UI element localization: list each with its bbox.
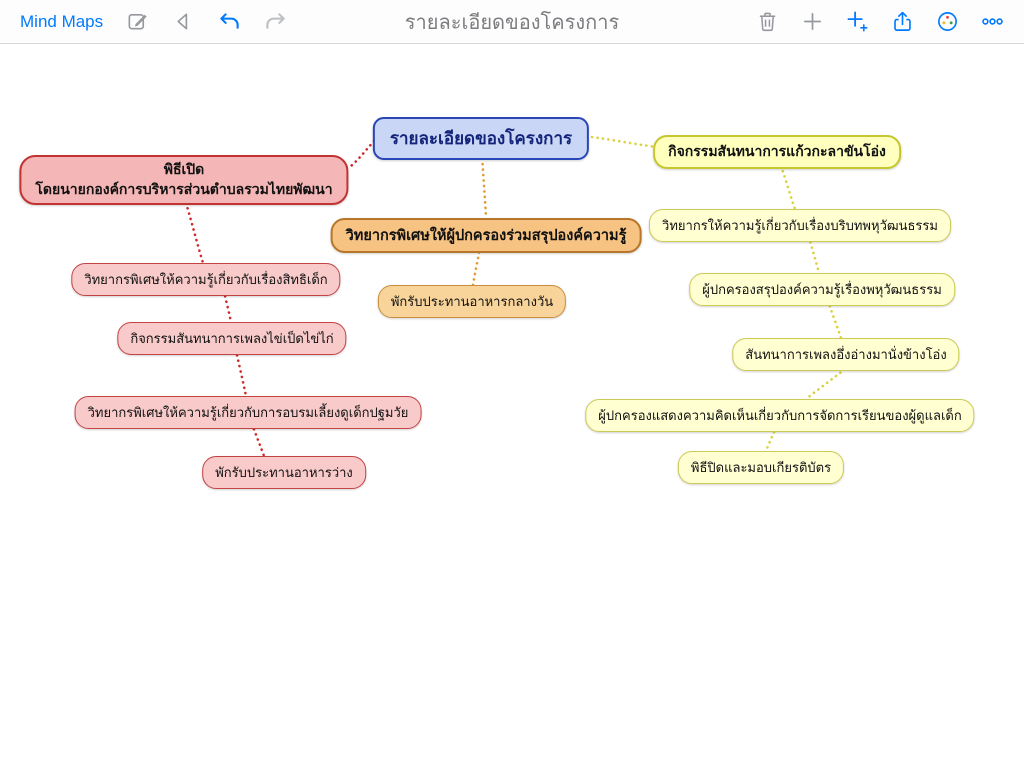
mindmap-node-opening-ceremony[interactable]: พิธีเปิด โดยนายกองค์การบริหารส่วนตำบลรวม…: [19, 155, 349, 205]
add-node-icon[interactable]: [801, 10, 824, 33]
toolbar-left-group: Mind Maps: [0, 10, 287, 33]
link-left3-left4: [234, 348, 248, 398]
ellipsis-icon-glyph: [982, 18, 1003, 25]
mindmap-node-parents-summary[interactable]: วิทยากรพิเศษให้ผู้ปกครองร่วมสรุปองค์ความ…: [330, 218, 642, 253]
compose-icon[interactable]: [126, 10, 149, 33]
more-icon[interactable]: [981, 10, 1004, 33]
document-title: รายละเอียดของโครงการ: [404, 11, 620, 34]
mindmap-node-childcare-training[interactable]: วิทยากรพิเศษให้ความรู้เกี่ยวกับการอบรมเล…: [74, 396, 422, 429]
plus-icon-glyph: [803, 12, 822, 31]
link-root-right1: [590, 135, 658, 149]
share-icon-glyph: [894, 11, 911, 31]
mindmap-node-multicultural-lecture[interactable]: วิทยากรให้ความรู้เกี่ยวกับเรื่องบริบทพหุ…: [649, 209, 951, 242]
link-right3-right4: [826, 299, 843, 340]
redo-icon-glyph: [266, 13, 285, 29]
link-root-center1: [480, 151, 488, 220]
compose-icon-glyph: [128, 13, 147, 30]
mindmap-node-parents-multicultural-summary[interactable]: ผู้ปกครองสรุปองค์ความรู้เรื่องพหุวัฒนธรร…: [689, 273, 955, 306]
link-root-left1: [349, 139, 376, 168]
back-icon[interactable]: [172, 10, 195, 33]
toolbar-right-group: [756, 10, 1024, 33]
link-left2-left3: [222, 289, 233, 324]
share-icon[interactable]: [891, 10, 914, 33]
mindmap-root-node[interactable]: รายละเอียดของโครงการ: [372, 117, 590, 160]
redo-icon[interactable]: [264, 10, 287, 33]
node-text-line2: โดยนายกองค์การบริหารส่วนตำบลรวมไทยพัฒนา: [35, 180, 333, 197]
mindmap-node-snack-break[interactable]: พักรับประทานอาหารว่าง: [202, 456, 366, 489]
undo-icon-glyph: [220, 13, 239, 29]
mind-maps-back-button[interactable]: Mind Maps: [20, 11, 104, 31]
back-icon-glyph: [177, 13, 188, 30]
mindmap-node-closing-ceremony[interactable]: พิธีปิดและมอบเกียรติบัตร: [677, 451, 845, 484]
plus-child-icon-glyph: [847, 11, 868, 32]
add-child-node-icon[interactable]: [846, 10, 869, 33]
mindmap-node-parents-opinions[interactable]: ผู้ปกครองแสดงความคิดเห็นเกี่ยวกับการจัดก…: [585, 399, 975, 432]
mindmap-node-recreation-activity[interactable]: กิจกรรมสันทนาการแก้วกะลาขันโอ่ง: [653, 135, 901, 169]
mindmap-node-child-rights[interactable]: วิทยากรพิเศษให้ความรู้เกี่ยวกับเรื่องสิท…: [71, 263, 341, 296]
palette-icon-glyph: [938, 12, 957, 31]
palette-icon[interactable]: [936, 10, 959, 33]
link-left1-left2: [184, 201, 205, 265]
toolbar: Mind Maps: [0, 0, 1024, 44]
link-right1-right2: [779, 164, 797, 211]
node-text-line1: พิธีเปิด: [163, 161, 205, 177]
undo-icon[interactable]: [218, 10, 241, 33]
link-left4-left5: [250, 422, 266, 458]
trash-icon[interactable]: [756, 10, 779, 33]
trash-icon-glyph: [759, 12, 776, 32]
mindmap-node-frog-song[interactable]: สันทนาการเพลงอึ่งอ่างมานั่งข้างโอ่ง: [732, 338, 960, 371]
link-right2-right3: [807, 235, 821, 275]
mindmap-node-lunch-break[interactable]: พักรับประทานอาหารกลางวัน: [377, 285, 567, 318]
mindmap-node-egg-song[interactable]: กิจกรรมสันทนาการเพลงไข่เป็ดไข่ไก่: [117, 322, 347, 355]
